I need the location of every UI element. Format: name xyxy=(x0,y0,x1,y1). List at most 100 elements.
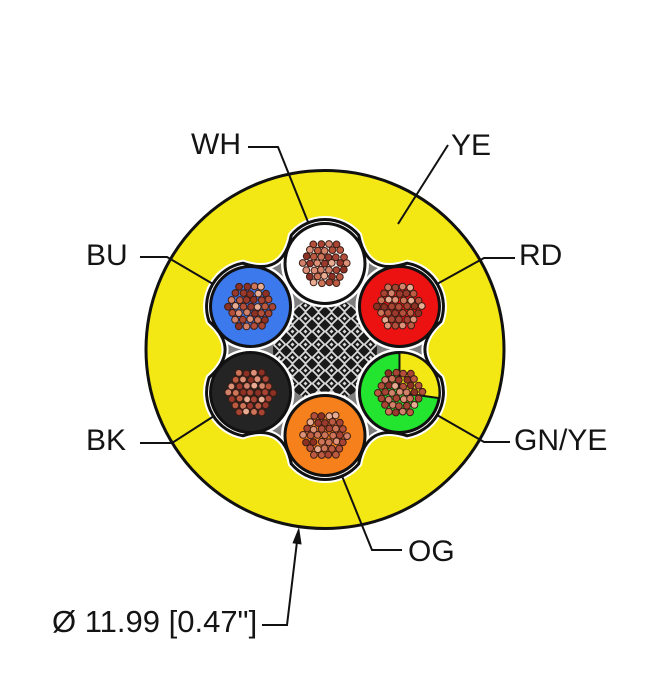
leader-dimension xyxy=(262,534,299,626)
strand xyxy=(305,272,314,281)
strand xyxy=(243,382,251,390)
strand xyxy=(224,388,233,397)
strand xyxy=(254,289,263,298)
strand xyxy=(264,295,273,304)
strand xyxy=(306,259,315,268)
strand xyxy=(250,368,258,377)
strand xyxy=(403,401,411,410)
strand xyxy=(377,394,386,403)
strand xyxy=(306,418,315,427)
conductor-gnye xyxy=(357,351,441,434)
strand xyxy=(332,450,340,459)
strand xyxy=(388,374,397,383)
strand xyxy=(336,246,345,254)
strand xyxy=(320,444,329,453)
strand xyxy=(250,381,259,390)
strand xyxy=(317,451,326,459)
label-ye: YE xyxy=(451,129,492,162)
strand xyxy=(325,424,334,433)
leader-bu xyxy=(140,256,214,285)
strand xyxy=(414,394,423,403)
strand xyxy=(299,431,308,439)
leader-gnye xyxy=(436,414,510,443)
strand xyxy=(339,425,347,433)
strand xyxy=(243,308,251,317)
strand xyxy=(398,407,407,416)
strand xyxy=(313,246,322,255)
strand xyxy=(399,395,408,404)
strand xyxy=(407,321,416,330)
strand xyxy=(377,308,386,317)
strand xyxy=(374,389,382,397)
strand xyxy=(268,303,277,311)
strand xyxy=(317,253,326,261)
strand xyxy=(328,445,336,453)
strand xyxy=(410,302,419,311)
strand xyxy=(235,394,244,403)
strand xyxy=(381,388,390,396)
strand xyxy=(309,252,318,261)
strand xyxy=(250,282,259,291)
strand xyxy=(228,395,236,404)
strand xyxy=(325,278,334,287)
strand xyxy=(309,278,318,287)
strand xyxy=(303,424,312,433)
strand xyxy=(317,412,326,421)
strand xyxy=(395,315,403,324)
strand xyxy=(313,259,322,268)
strand xyxy=(253,303,262,311)
strand xyxy=(317,265,325,274)
strand xyxy=(250,408,258,416)
strand xyxy=(234,322,243,331)
strand xyxy=(310,412,319,420)
strand-bundle-bk xyxy=(224,368,278,417)
strand xyxy=(320,247,329,255)
strand xyxy=(246,402,255,410)
strand xyxy=(254,402,263,410)
strand xyxy=(320,271,329,280)
strand-bundle-og xyxy=(299,411,352,459)
strand xyxy=(309,240,318,249)
strand xyxy=(399,296,408,305)
strand xyxy=(324,438,333,447)
strand xyxy=(377,382,386,390)
strand xyxy=(246,388,255,397)
strand xyxy=(335,273,344,281)
strand xyxy=(227,296,236,304)
leader-bk xyxy=(140,415,215,444)
strand xyxy=(309,438,318,447)
strand xyxy=(335,444,344,453)
strand xyxy=(317,240,326,249)
strand xyxy=(249,295,258,304)
dimension-arrowhead xyxy=(292,527,302,545)
strand xyxy=(327,259,336,267)
strand xyxy=(381,401,389,409)
strand xyxy=(395,388,404,396)
strand xyxy=(246,290,255,299)
strand xyxy=(261,302,269,311)
strand xyxy=(231,289,240,297)
strand xyxy=(392,394,401,403)
strand xyxy=(224,302,232,311)
strand xyxy=(257,309,266,318)
strand xyxy=(310,451,318,459)
strand xyxy=(332,240,341,249)
strand xyxy=(402,388,411,397)
strand xyxy=(243,395,252,404)
strand xyxy=(228,308,237,317)
label-bu: BU xyxy=(86,239,128,272)
strand xyxy=(418,387,427,396)
strand xyxy=(407,296,416,305)
strand xyxy=(410,388,419,397)
strand xyxy=(302,266,311,275)
label-wh: WH xyxy=(191,128,241,161)
strand xyxy=(398,282,407,291)
strand xyxy=(387,289,396,298)
bundle-outline xyxy=(205,217,445,482)
leader-rd xyxy=(436,257,515,285)
label-og: OG xyxy=(408,535,455,568)
strand-bundle-gnye xyxy=(374,368,427,417)
strand xyxy=(399,309,407,317)
